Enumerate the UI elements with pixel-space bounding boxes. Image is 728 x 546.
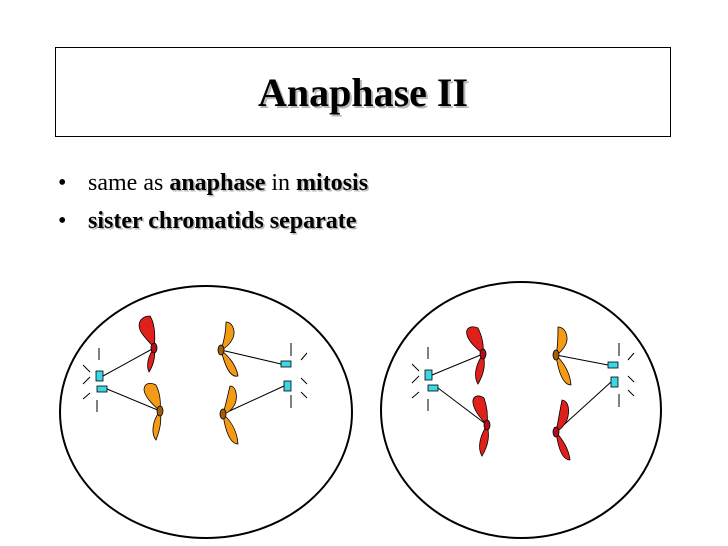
cell-left <box>59 285 353 539</box>
centriole-right-pole <box>607 343 635 407</box>
chromatid-red-right <box>552 399 571 461</box>
cell-membrane <box>380 281 662 539</box>
chromatid-orange-right <box>552 326 572 386</box>
slide-title: Anaphase II <box>257 69 469 115</box>
bullet-1-term-mitosis: mitosis <box>296 170 369 196</box>
chromatid-orange-right-bottom <box>219 385 239 445</box>
cell-right <box>380 281 662 539</box>
bullet-1-text-a: same as <box>88 170 170 196</box>
bullet-list: same as anaphase in mitosis sister chrom… <box>58 164 368 240</box>
chromatid-red-left <box>138 315 158 373</box>
bullet-1-text-b: in <box>265 170 297 196</box>
bullet-item-1: same as anaphase in mitosis <box>58 164 368 202</box>
bullet-2-text: sister chromatids separate <box>88 208 357 234</box>
centriole-right-pole <box>280 343 308 408</box>
bullet-item-2: sister chromatids separate <box>58 202 368 240</box>
chromatid-orange-right-top <box>217 321 239 377</box>
spindle-fibers <box>102 347 285 415</box>
bullet-1-term-anaphase: anaphase <box>169 170 266 196</box>
chromatid-red-left-bottom <box>472 395 491 457</box>
centriole-left-pole <box>82 348 108 412</box>
cell-membrane <box>59 285 353 539</box>
centriole-left-pole <box>411 347 439 411</box>
chromatid-orange-left <box>143 383 164 441</box>
spindle-fibers <box>431 353 612 433</box>
chromatid-red-left-top <box>466 326 487 385</box>
title-box: Anaphase II <box>55 47 671 137</box>
